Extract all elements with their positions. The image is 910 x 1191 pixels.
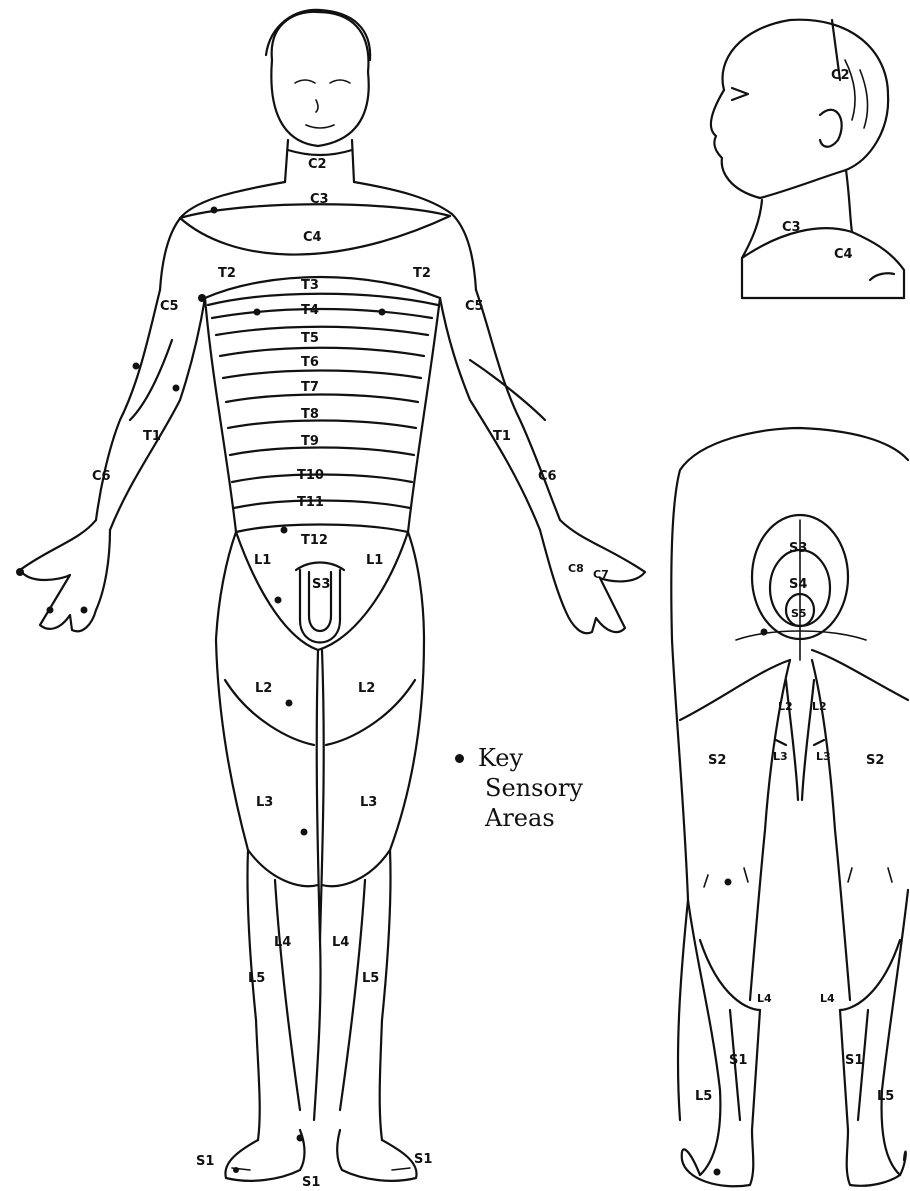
- front-body-figure: [16, 10, 645, 1181]
- front-label: L1: [366, 553, 383, 568]
- front-label: T4: [301, 303, 319, 318]
- front-label: T8: [301, 407, 319, 422]
- back-label: S2: [708, 753, 726, 768]
- front-label: L2: [255, 681, 272, 696]
- front-label: T9: [301, 434, 319, 449]
- back-label: L2: [812, 700, 827, 713]
- back-label: S1: [845, 1053, 863, 1068]
- back-label: L5: [695, 1089, 712, 1104]
- front-label: S3: [312, 577, 330, 592]
- back-label: L3: [773, 750, 788, 763]
- front-label: C7: [593, 568, 609, 581]
- back-label: L4: [820, 992, 835, 1005]
- legend-line-3: Areas: [455, 803, 583, 833]
- front-label: L5: [362, 971, 379, 986]
- legend-line-1: Key: [478, 743, 523, 773]
- front-label: S1: [196, 1154, 214, 1169]
- front-label: T2: [218, 266, 236, 281]
- legend: Key Sensory Areas: [455, 743, 583, 833]
- front-label: C6: [538, 469, 557, 484]
- front-label: S1: [302, 1175, 320, 1190]
- front-label: T3: [301, 278, 319, 293]
- back-label: S2: [866, 753, 884, 768]
- front-label: T7: [301, 380, 319, 395]
- front-label: C6: [92, 469, 111, 484]
- front-label: L1: [254, 553, 271, 568]
- key-dot-icon: [455, 754, 464, 763]
- back-label: L5: [877, 1089, 894, 1104]
- front-label: C2: [308, 157, 327, 172]
- head-dermatome-labels: C2 C3 C4: [782, 68, 853, 262]
- back-label: S5: [791, 607, 807, 620]
- front-label: L2: [358, 681, 375, 696]
- back-label: L4: [757, 992, 772, 1005]
- front-label: L3: [256, 795, 273, 810]
- front-label: S1: [414, 1152, 432, 1167]
- front-label: T1: [143, 429, 161, 444]
- head-label: C2: [831, 68, 850, 83]
- back-label: L2: [778, 700, 793, 713]
- front-label: L4: [332, 935, 349, 950]
- front-label: L5: [248, 971, 265, 986]
- head-label: C4: [834, 247, 853, 262]
- front-label: T1: [493, 429, 511, 444]
- front-label: L3: [360, 795, 377, 810]
- front-label: T2: [413, 266, 431, 281]
- front-label: C4: [303, 230, 322, 245]
- front-label: T11: [297, 495, 324, 510]
- back-label: S4: [789, 577, 807, 592]
- front-label: C5: [465, 299, 484, 314]
- front-label: L4: [274, 935, 291, 950]
- back-label: S3: [789, 541, 807, 556]
- back-label: S1: [729, 1053, 747, 1068]
- front-label: C8: [568, 562, 584, 575]
- front-label: T5: [301, 331, 319, 346]
- front-label: C5: [160, 299, 179, 314]
- front-label: C3: [310, 192, 329, 207]
- legend-line-2: Sensory: [455, 773, 583, 803]
- head-label: C3: [782, 220, 801, 235]
- front-label: T6: [301, 355, 319, 370]
- front-label: T12: [301, 533, 328, 548]
- head-profile-figure: [711, 20, 904, 298]
- back-label: L3: [816, 750, 831, 763]
- front-label: T10: [297, 468, 324, 483]
- legend-row-key: Key: [455, 743, 583, 773]
